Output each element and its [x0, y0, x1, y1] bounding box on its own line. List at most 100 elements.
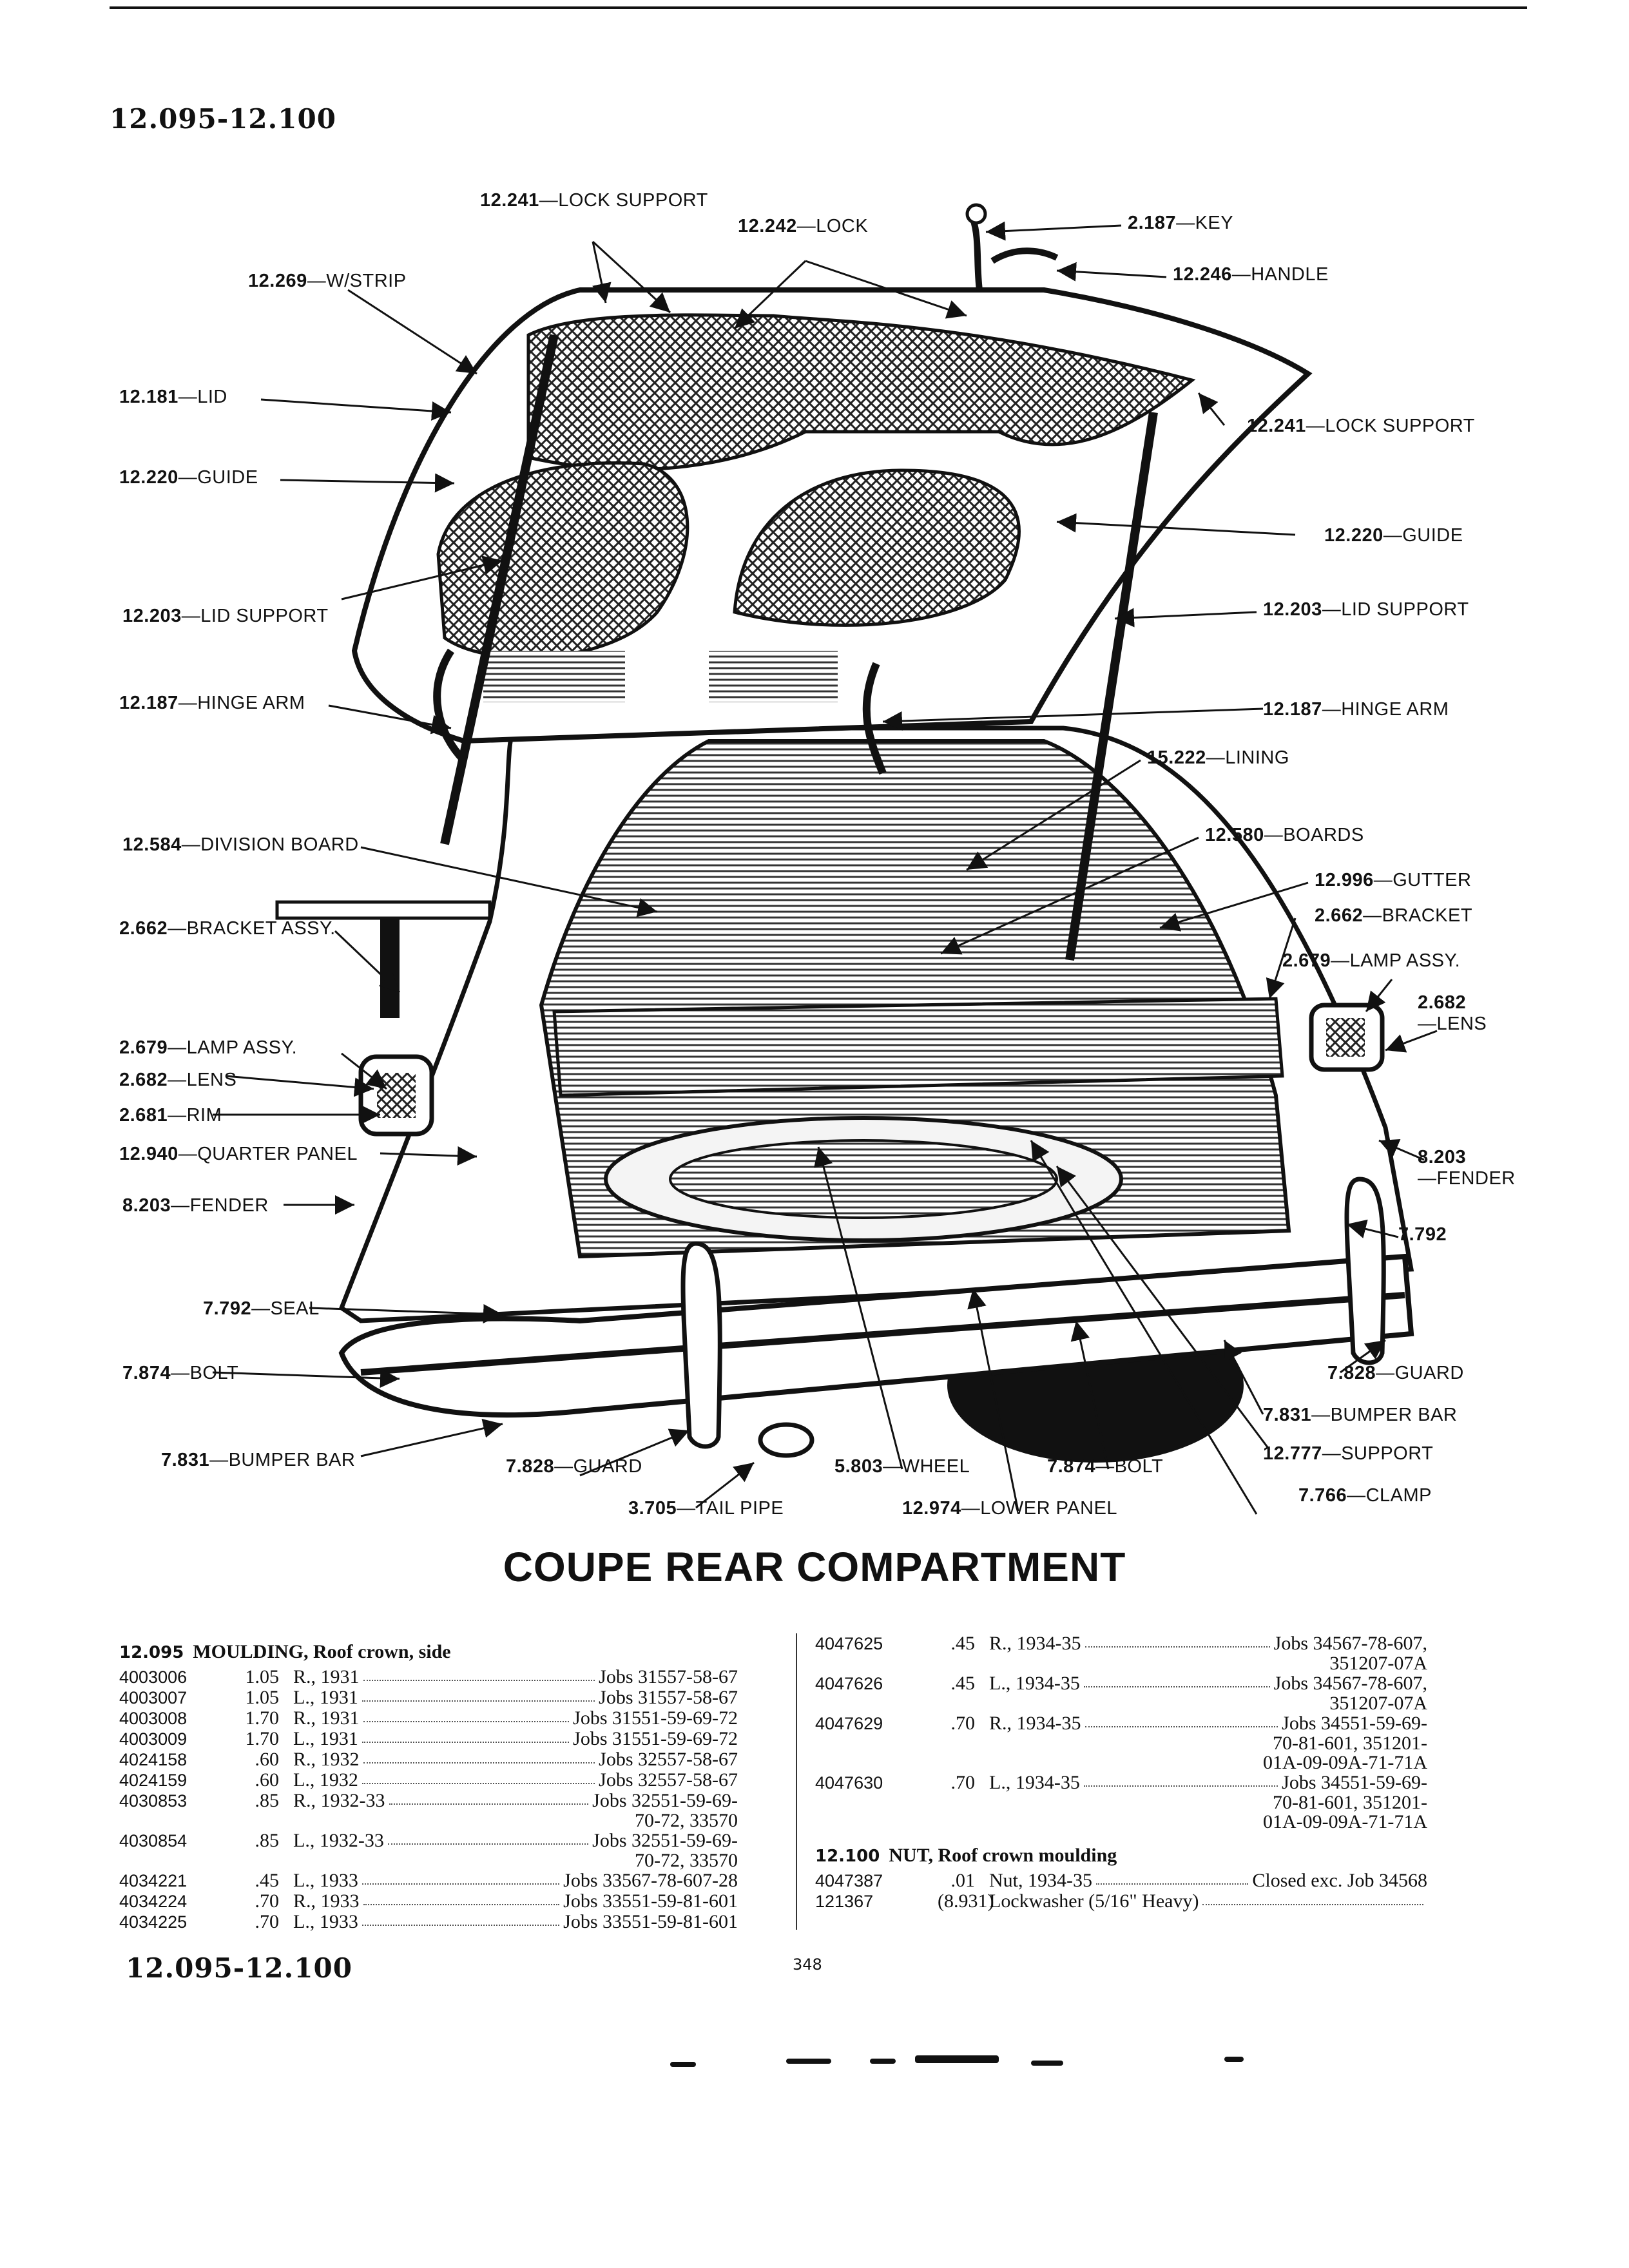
car-illustration: [212, 203, 1438, 1515]
part-jobs-continued: 351207-07A: [1329, 1653, 1427, 1674]
part-price: .70: [950, 1713, 976, 1734]
part-number: 4047630: [815, 1773, 883, 1792]
print-artifact: [670, 2062, 696, 2067]
callout-clamp: 7.766—CLAMP: [1298, 1485, 1432, 1506]
part-number: 4024158: [119, 1750, 188, 1769]
dot-leader: [1202, 1891, 1423, 1905]
callout-lens-right: 2.682—LENS: [1418, 992, 1487, 1034]
dot-leader: [1083, 1773, 1278, 1787]
part-jobs: Jobs 32557-58-67: [599, 1769, 738, 1791]
dot-leader: [1084, 1713, 1278, 1727]
print-artifact: [915, 2055, 999, 2063]
callout-guard-left: 7.828—GUARD: [506, 1456, 642, 1477]
part-number: 4047626: [815, 1674, 883, 1693]
dot-leader: [361, 1729, 570, 1743]
column-divider: [796, 1633, 797, 1930]
page-title: COUPE REAR COMPARTMENT: [503, 1544, 1126, 1590]
part-number: 4034221: [119, 1871, 188, 1890]
dot-leader: [361, 1870, 560, 1885]
part-price: .60: [255, 1769, 280, 1791]
part-description: L., 1933 Jobs 33551-59-81-601: [293, 1912, 738, 1932]
part-jobs: Jobs 31557-58-67: [599, 1666, 738, 1687]
dot-leader: [361, 1912, 560, 1926]
part-desc-text: L., 1932-33: [293, 1830, 384, 1851]
part-jobs: Jobs 33567-78-607-28: [563, 1870, 738, 1891]
part-description: Lockwasher (5/16" Heavy): [989, 1891, 1427, 1912]
part-jobs-continued: 01A-09-09A-71-71A: [1263, 1752, 1427, 1773]
callout-lid: 12.181—LID: [119, 387, 227, 407]
dot-leader: [361, 1770, 595, 1784]
callout-rim: 2.681—RIM: [119, 1105, 222, 1126]
part-row: 121367(8.931)Lockwasher (5/16" Heavy): [815, 1891, 1427, 1912]
part-price: 1.70: [245, 1707, 280, 1729]
print-artifact: [1224, 2057, 1244, 2062]
callout-support: 12.777—SUPPORT: [1263, 1443, 1434, 1464]
callout-hinge-arm-left: 12.187—HINGE ARM: [119, 693, 305, 713]
callout-guide-left: 12.220—GUIDE: [119, 467, 258, 488]
part-desc-text: Lockwasher (5/16" Heavy): [989, 1890, 1199, 1912]
part-number: 4047629: [815, 1714, 883, 1733]
part-jobs: Jobs 31557-58-67: [599, 1687, 738, 1708]
callout-w-strip: 12.269—W/STRIP: [248, 271, 407, 291]
coupe-rear-diagram: 12.241—LOCK SUPPORT 12.242—LOCK 2.187—KE…: [0, 161, 1629, 1546]
part-number: 4047387: [815, 1871, 883, 1890]
part-description: L., 1931 Jobs 31557-58-67: [293, 1687, 738, 1708]
part-jobs: Jobs 32557-58-67: [599, 1749, 738, 1770]
part-desc-text: R., 1931: [293, 1666, 360, 1687]
callout-bolt-left: 7.874—BOLT: [122, 1363, 239, 1383]
part-desc-text: L., 1933: [293, 1911, 358, 1932]
callout-bracket-assy: 2.662—BRACKET ASSY.: [119, 918, 336, 939]
part-desc-text: L., 1934-35: [989, 1673, 1080, 1694]
part-price: 1.05: [245, 1687, 280, 1708]
callout-boards: 12.580—BOARDS: [1205, 825, 1364, 845]
dot-leader: [363, 1708, 570, 1722]
part-desc-text: L., 1931: [293, 1687, 358, 1708]
part-jobs: Jobs 33551-59-81-601: [563, 1911, 738, 1932]
callout-seal: 7.792—SEAL: [203, 1298, 320, 1319]
part-jobs-continued: 01A-09-09A-71-71A: [1263, 1811, 1427, 1832]
part-price: .70: [255, 1890, 280, 1912]
part-number: 4003008: [119, 1709, 188, 1728]
part-number: 4030853: [119, 1791, 188, 1811]
part-description: L., 1931 Jobs 31551-59-69-72: [293, 1729, 738, 1749]
callout-wheel: 5.803—WHEEL: [834, 1456, 970, 1477]
part-desc-text: L., 1934-35: [989, 1772, 1080, 1793]
callout-lens-left: 2.682—LENS: [119, 1070, 237, 1090]
callout-quarter-panel: 12.940—QUARTER PANEL: [119, 1144, 358, 1164]
callout-lower-panel: 12.974—LOWER PANEL: [902, 1498, 1118, 1519]
callout-bracket: 2.662—BRACKET: [1315, 905, 1473, 926]
part-number: 4030854: [119, 1831, 188, 1850]
part-number: 4034225: [119, 1912, 188, 1932]
part-number: 4003006: [119, 1667, 188, 1687]
callout-lamp-assy-left: 2.679—LAMP ASSY.: [119, 1037, 298, 1058]
part-jobs: Jobs 31551-59-69-72: [573, 1728, 738, 1749]
part-jobs-continued: 70-81-601, 351201-: [1273, 1792, 1427, 1813]
part-price: .45: [950, 1633, 976, 1654]
callout-lid-support-right: 12.203—LID SUPPORT: [1263, 599, 1469, 620]
page-number: 348: [793, 1956, 822, 1974]
print-artifact: [786, 2059, 831, 2064]
dot-leader: [363, 1667, 595, 1681]
part-desc-text: L., 1932: [293, 1769, 358, 1791]
print-artifact: [1031, 2061, 1063, 2066]
dot-leader: [1083, 1673, 1270, 1687]
part-price: .45: [255, 1870, 280, 1891]
part-desc-text: L., 1931: [293, 1728, 358, 1749]
callout-guide-right: 12.220—GUIDE: [1324, 525, 1463, 546]
part-number: 4003007: [119, 1688, 188, 1707]
